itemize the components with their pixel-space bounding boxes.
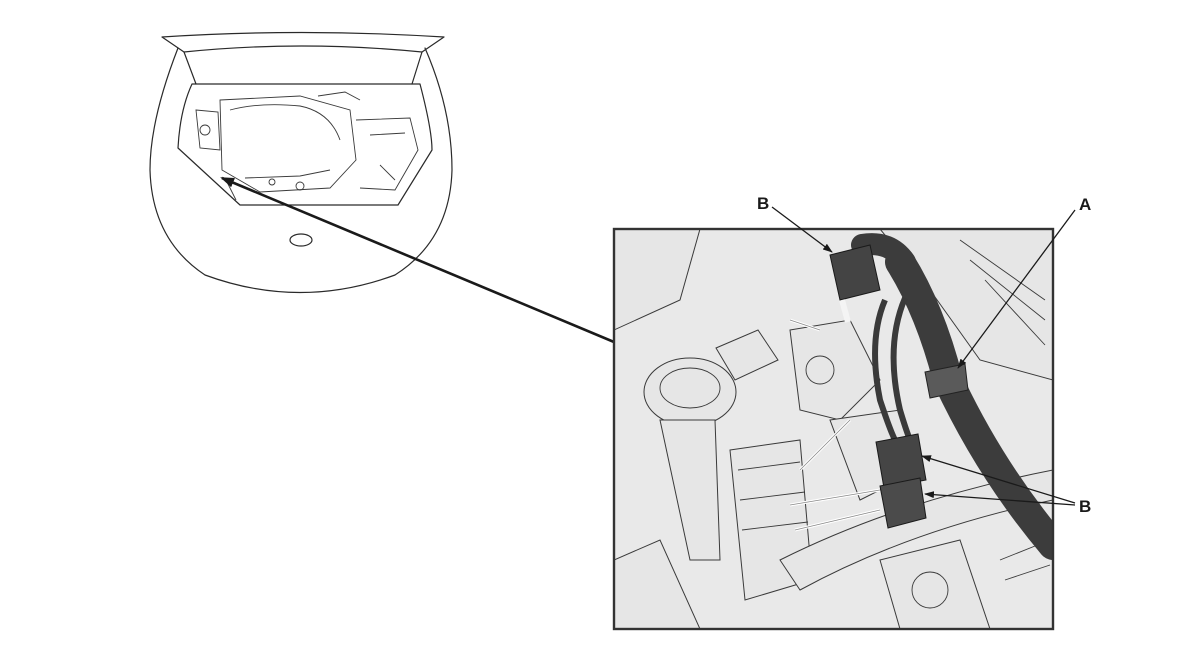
- leader-b-right-1: [921, 455, 1076, 504]
- car-front-hood-open-icon: [149, 31, 453, 294]
- leader-b-top: [771, 206, 833, 253]
- leader-b-right-2: [924, 491, 1076, 506]
- callout-b-top-label: B: [757, 194, 769, 213]
- arrow-pointer-icon: [220, 176, 615, 344]
- detail-view: [614, 229, 1053, 629]
- callout-b-right-label: B: [1079, 497, 1091, 516]
- callout-a-label: A: [1079, 195, 1091, 214]
- detail-frame: [612, 227, 1055, 631]
- leader-a: [957, 209, 1076, 369]
